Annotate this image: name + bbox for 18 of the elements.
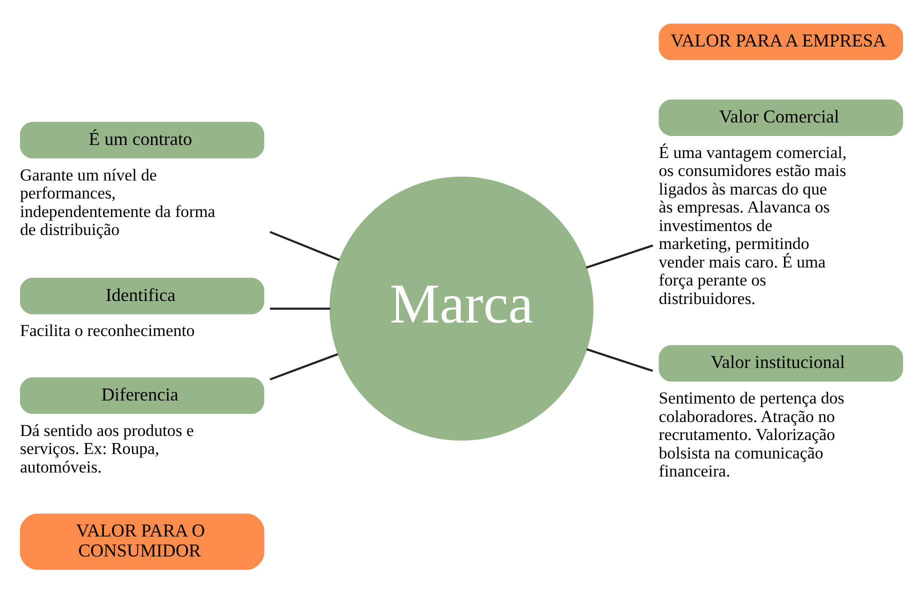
node-circle: Marca xyxy=(330,176,594,440)
node-label: É uma vantagem comercial, os consumidores estão mais ligados às marcas do que às empresas. Alavanca os investimentos de marketing, permitindo vender mais caro. É uma força perante os distribuidores. xyxy=(658,142,847,308)
node-box: VALOR PARA A EMPRESA xyxy=(658,23,904,60)
node-box: É um contrato xyxy=(20,121,264,158)
node-box: Valor institucional xyxy=(658,344,904,382)
node-label: Sentimento de pertença dos colaboradores. Atração no recrutamento. Valorização bolsista na comunicação financeira. xyxy=(658,388,844,480)
connector xyxy=(270,352,338,380)
node-box: Identifica xyxy=(20,277,264,314)
node-box: Valor Comercial xyxy=(658,98,904,136)
node-box: VALOR PARA O CONSUMIDOR xyxy=(20,513,264,570)
connector xyxy=(270,230,340,260)
node-label: Dá sentido aos produtos e serviços. Ex: Roupa, automóveis. xyxy=(20,420,194,476)
node-label: Garante um nível de performances, independentemente da forma de distribuição xyxy=(20,164,216,239)
connector xyxy=(586,244,654,268)
node-box: Diferencia xyxy=(20,376,264,414)
connector xyxy=(270,307,330,310)
connector xyxy=(586,348,654,372)
node-label: Facilita o reconhecimento xyxy=(20,320,195,340)
